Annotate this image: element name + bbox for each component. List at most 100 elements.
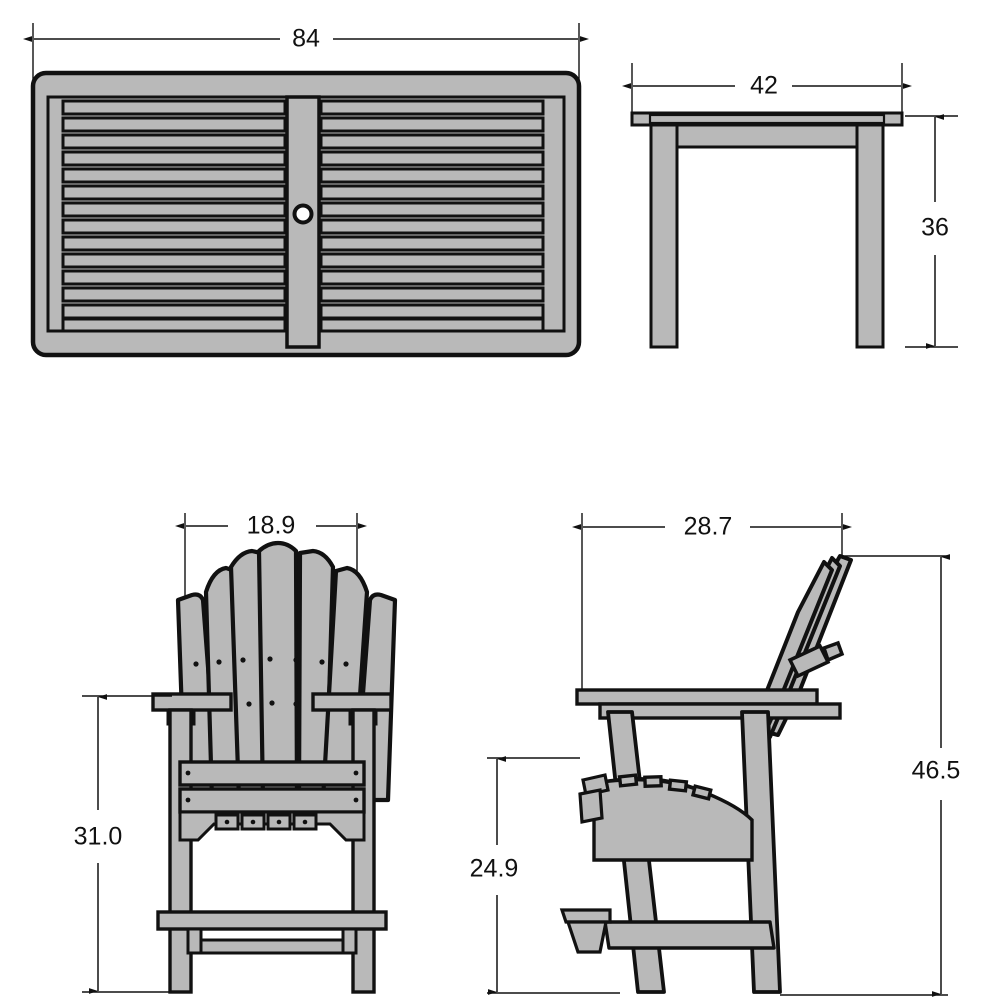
chair-lower-post-right [341,927,358,955]
table-top-inner-edge [648,113,886,125]
rivet-dot [293,657,299,663]
table-slat [61,317,287,333]
rivet-dot [193,661,199,667]
dim-label-chair-width: 18.9 [247,512,296,540]
rivet-dot [267,656,273,662]
rivet-dot [269,700,275,706]
table-leg-left [649,123,679,349]
table-slat [319,303,545,320]
rivet-dot [353,797,359,803]
table-slat [61,269,287,286]
dim-label-chair-total-height: 46.5 [912,757,961,785]
chair-back-rivets-upper [193,656,349,667]
chair-skirt-rivets [224,819,308,825]
table-slat [319,150,545,167]
chair-seat-board-upper [178,760,366,787]
bracket-top [559,908,612,924]
chair-seat-skirt [178,810,366,842]
rivet-dot [250,819,256,825]
rivet-dot [224,819,230,825]
seat-slat-tick [643,774,663,789]
table-slat [61,218,287,235]
dim-table-depth [622,63,912,120]
table-slat [319,167,545,184]
rivet-dot [276,819,282,825]
chair-seat-side [592,773,754,862]
chair-seat-board-lower [178,787,366,814]
chair-lower-stretcher [186,938,358,955]
table-slat [61,201,287,218]
table-slat [319,317,545,333]
dim-table-width [23,23,589,80]
table-slat [319,116,545,133]
table-slats-right [319,99,545,333]
chair-seat-rivets [185,770,359,803]
rivet-dot [246,701,252,707]
table-slat [319,218,545,235]
table-slat [319,235,545,252]
table-slat [61,252,287,269]
dim-chair-depth [572,513,852,690]
dim-label-chair-height-front: 31.0 [74,823,123,851]
view-table-top: 84 [23,23,589,358]
chair-back-crossbar [787,640,845,679]
table-slat [61,303,287,320]
table-slat [319,269,545,286]
seat-slat-tick [667,778,689,793]
table-slat [319,286,545,303]
table-slat [319,252,545,269]
view-chair-front: 18.9 [74,512,398,994]
chair-armrest-right [311,692,393,712]
rivet-dot [185,770,191,776]
table-leg-right [855,123,885,349]
table-slat [61,286,287,303]
seat-lip-lower [578,788,604,824]
rivet-dot [185,797,191,803]
table-slat [61,150,287,167]
chair-footrest-rail [156,910,388,931]
table-slat [61,99,287,116]
bracket-body [565,920,608,954]
view-table-side: 42 36 [622,63,958,349]
chair-footrest-bracket [559,908,612,954]
umbrella-hole-icon [292,203,314,225]
crossbar-tab [821,640,845,663]
rivet-dot [293,701,299,707]
table-apron [666,123,868,149]
seat-slat-tick [617,773,639,788]
chair-armrest-side [575,688,819,706]
rivet-dot [216,659,222,665]
dim-chair-seat-height [487,756,620,995]
table-slat [319,184,545,201]
chair-footrest-side [603,920,776,950]
seat-lip-upper [581,773,610,797]
rivet-dot [302,819,308,825]
table-slat [61,184,287,201]
dim-label-table-height: 36 [921,214,949,242]
table-slat [319,201,545,218]
chair-seat-front-lip [578,773,610,824]
table-slat [319,99,545,116]
chair-arm-support-side [598,702,842,720]
rivet-dot [343,661,349,667]
rivet-dot [319,659,325,665]
view-chair-side: 28.7 [470,513,961,997]
dim-label-chair-depth: 28.7 [684,513,733,541]
dim-label-chair-seat-height: 24.9 [470,855,519,883]
rivet-dot [353,770,359,776]
chair-lower-post-left [186,927,203,955]
dim-label-table-depth: 42 [750,72,778,100]
table-slat [61,116,287,133]
table-slat [61,167,287,184]
chair-back-slat [256,540,300,803]
table-slat [61,235,287,252]
crossbar-block [787,643,831,679]
dim-label-table-width: 84 [292,25,320,53]
dim-chair-height-front [82,694,172,994]
rivet-dot [240,657,246,663]
table-slat [319,133,545,150]
table-slats-left [61,99,287,333]
table-slat [61,133,287,150]
